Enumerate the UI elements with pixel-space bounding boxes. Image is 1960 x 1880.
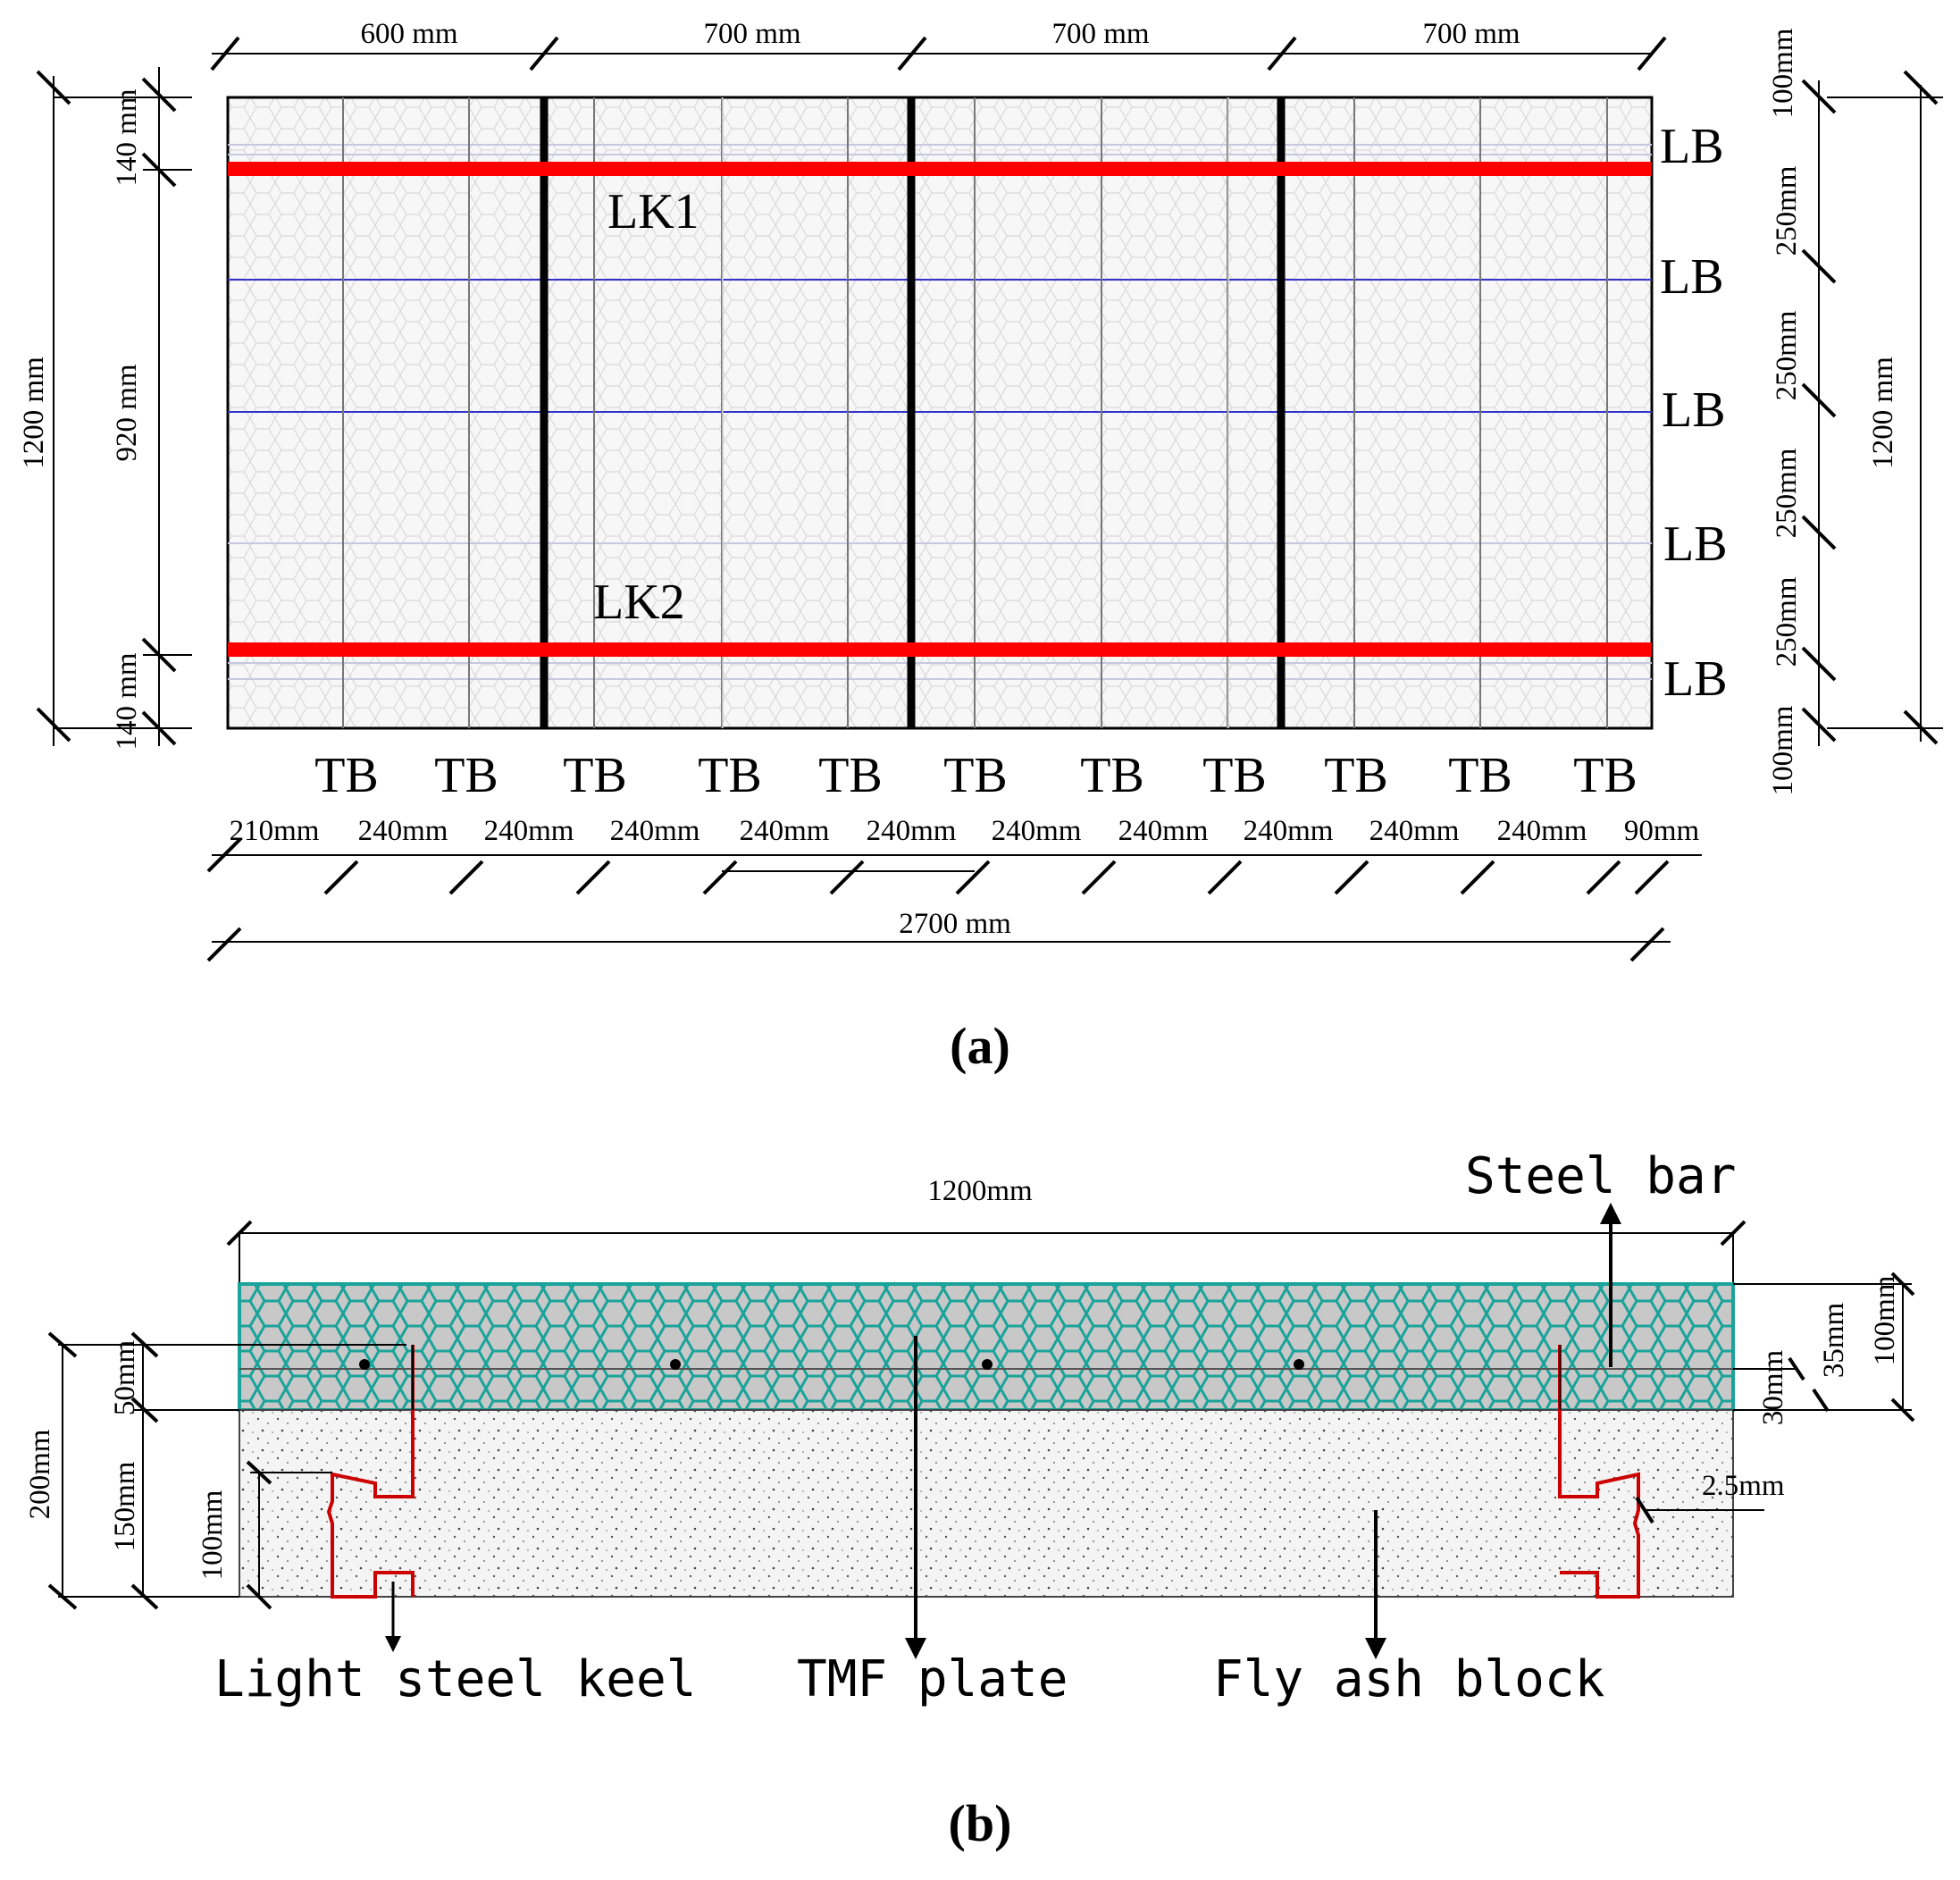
top-dimension-line: 600 mm 700 mm 700 mm 700 mm [210,18,1667,71]
tb-label: TB [698,748,762,803]
right-dim-c: 100mm [1869,1275,1901,1365]
bottom-dim: 240mm [610,815,700,847]
lb-labels: LB LB LB LB LB [1660,119,1728,707]
bottom-dim: 90mm [1624,815,1700,847]
tb-label: TB [314,748,379,803]
right-dimension-line: 100mm 250mm 250mm 250mm 250mm 100mm 1200… [1767,28,1943,795]
bottom-dim: 210mm [230,815,320,847]
bottom-dim: 240mm [740,815,830,847]
panel-b-right-dims: 30mm 35mm 100mm 2.5mm [1635,1272,1915,1524]
steel-bar-label: Steel bar [1465,1147,1736,1205]
left-dimension-line: 1200 mm 140 mm 920 mm 140 mm [18,67,192,751]
overall-dim: 2700 mm [899,908,1011,940]
tb-label: TB [818,748,883,803]
bottom-dimension-line: 210mm 240mm 240mm 240mm 240mm 240mm 240m… [206,815,1702,962]
lb-label: LB [1663,651,1728,707]
bottom-dim: 240mm [1118,815,1209,847]
right-dim: 100mm [1767,705,1799,795]
tb-label: TB [1324,748,1388,803]
top-dim: 700 mm [703,18,800,50]
tb-label: TB [434,748,498,803]
keel-label-lk1: LK1 [607,184,699,239]
right-dim: 250mm [1771,310,1803,400]
lb-label: LB [1660,119,1724,174]
left-dim-keel: 100mm [197,1490,229,1580]
bottom-dim: 240mm [1497,815,1587,847]
tb-label: TB [1573,748,1638,803]
left-dim-upper: 50mm [109,1340,141,1416]
top-dim: 700 mm [1422,18,1520,50]
bottom-dim: 240mm [358,815,448,847]
panel-b: 1200mm Steel bar Light steel keel TMF pl… [24,1147,1915,1852]
callout-tmf-plate: TMF plate [797,1650,1068,1708]
callout-light-steel-keel: Light steel keel [214,1650,696,1708]
keel-label-lk2: LK2 [593,575,685,630]
bottom-dim: 240mm [992,815,1082,847]
top-dim: 700 mm [1051,18,1149,50]
tb-label: TB [1202,748,1267,803]
right-dim-total: 1200 mm [1867,357,1899,469]
caption-b: (b) [949,1794,1012,1852]
light-steel-keel-left [326,1345,415,1599]
left-dim-total: 1200 mm [18,357,50,469]
right-dim: 100mm [1767,28,1799,118]
lb-label: LB [1660,249,1724,305]
right-dim: 250mm [1771,165,1803,256]
bottom-dim: 240mm [867,815,957,847]
tb-labels: TB TB TB TB TB TB TB TB TB TB TB [314,748,1638,803]
right-dim: 250mm [1771,448,1803,538]
right-dim: 250mm [1771,576,1803,667]
left-dim-top: 140 mm [111,88,143,186]
caption-a: (a) [950,1017,1010,1075]
tb-label: TB [1080,748,1144,803]
top-dim: 600 mm [360,18,457,50]
transverse-bars [342,97,1608,728]
bottom-dim: 240mm [484,815,574,847]
right-dim-thickness: 2.5mm [1702,1470,1785,1502]
callout-fly-ash-block: Fly ash block [1213,1650,1604,1708]
bottom-dim: 240mm [1244,815,1334,847]
tb-label: TB [563,748,627,803]
tb-label: TB [1448,748,1512,803]
panel-a: LK1 LK2 LB LB LB LB LB 600 mm 700 mm 700… [18,18,1943,1075]
light-steel-keel-right [1558,1345,1640,1599]
left-dim-middle: 920 mm [111,364,143,461]
left-dim-total: 200mm [24,1429,56,1519]
width-dim: 1200mm [927,1175,1033,1207]
steel-bar-dots [359,1359,1304,1370]
right-dim-a: 30mm [1757,1350,1789,1426]
bottom-dim: 240mm [1369,815,1460,847]
panel-b-left-dims: 200mm 50mm 150mm 100mm [24,1331,406,1610]
lb-label: LB [1662,382,1726,438]
lb-label: LB [1663,516,1728,572]
left-dim-bottom: 140 mm [111,652,143,750]
right-dim-b: 35mm [1818,1303,1850,1379]
tb-label: TB [943,748,1008,803]
panel-joints [540,97,1286,728]
left-dim-lower: 150mm [109,1461,141,1551]
